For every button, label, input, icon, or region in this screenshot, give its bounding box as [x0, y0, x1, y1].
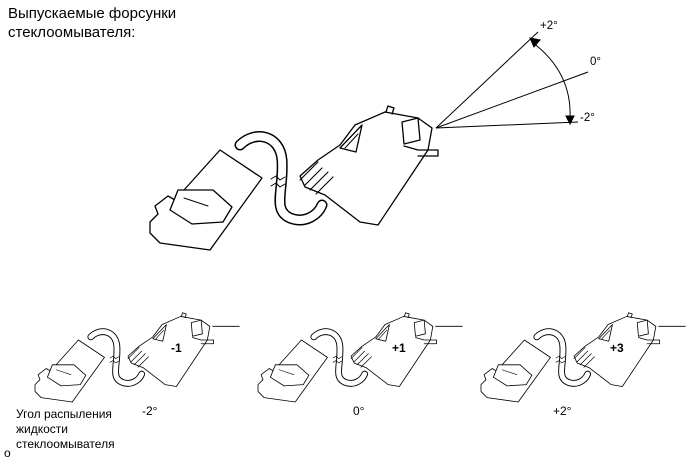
caption-line-2: жидкости — [16, 422, 68, 436]
title-line-2: стеклоомывателя: — [8, 24, 136, 41]
title: Выпускаемые форсунки стеклоомывателя: — [8, 4, 176, 42]
spray-fan — [435, 31, 589, 129]
nozzle-small-plus3-icon — [481, 313, 686, 402]
main-nozzle-icon — [150, 106, 438, 250]
setting-value-3: +3 — [610, 341, 624, 355]
caption-line-1: Угол распыления — [16, 407, 112, 421]
angle-label-plus2: +2° — [540, 20, 558, 32]
caption-line-3: стеклоомывателя — [16, 437, 115, 451]
corner-mark: o — [4, 446, 11, 460]
result-angle-3: +2° — [553, 404, 572, 418]
nozzle-small-minus1-icon — [35, 313, 240, 402]
result-angle-1: -2° — [142, 404, 158, 418]
spray-angle-caption: Угол распыления жидкости стеклоомывателя — [16, 407, 115, 452]
result-angle-2: 0° — [353, 404, 365, 418]
angle-label-zero: 0° — [590, 56, 601, 68]
title-line-1: Выпускаемые форсунки — [8, 5, 177, 22]
nozzle-small-plus1-icon — [258, 313, 463, 402]
setting-value-1: -1 — [171, 341, 182, 355]
setting-value-2: +1 — [392, 341, 406, 355]
angle-label-minus2: -2° — [580, 112, 595, 124]
